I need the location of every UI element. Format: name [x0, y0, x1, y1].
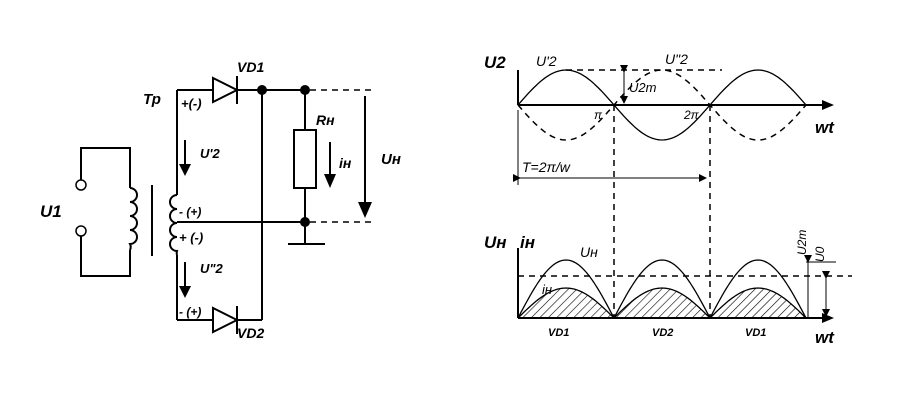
- polarity-bottom: - (+): [179, 305, 201, 319]
- in-curve-label: iн: [542, 282, 552, 297]
- diode-vd2: [177, 306, 262, 334]
- current-hatched-area: [518, 288, 806, 318]
- vd1-interval-label: VD1: [548, 327, 569, 339]
- polarity-mid-plus: + (-): [179, 230, 203, 245]
- vd1-label: VD1: [237, 59, 264, 75]
- input-voltage-label: U1: [40, 202, 62, 221]
- rectifier-circuit: VD1 VD2 Тр U1 +(-) U'2 - (+) + (-) U"2 -…: [40, 59, 401, 341]
- u2-prime-label: U'2: [200, 146, 220, 161]
- diode-vd1: [177, 76, 305, 104]
- polarity-mid-minus: - (+): [179, 205, 201, 219]
- guide-lines: [613, 105, 711, 318]
- vd2-interval-label: VD2: [652, 327, 673, 339]
- u2m-label: U2m: [795, 230, 809, 255]
- vd2-label: VD2: [237, 325, 264, 341]
- top-y-label: U2: [484, 53, 506, 72]
- load-current-label: iн: [339, 155, 352, 171]
- u2-prime-graph-label: U'2: [536, 53, 557, 69]
- bottom-y-label-i: iн: [520, 233, 535, 252]
- bottom-y-label-u: Uн: [484, 233, 507, 252]
- node-top: [257, 85, 267, 95]
- load-voltage-curve: [517, 259, 807, 319]
- bottom-graph: Uн iн Uн iн U2m U0 wt VD1 VD2 VD1: [484, 230, 852, 347]
- period-label: T=2π/w: [522, 159, 571, 175]
- bottom-x-label: wt: [815, 328, 835, 347]
- amplitude-label: U2m: [629, 80, 657, 95]
- top-graph: U2 U'2 U"2 U2m π 2π wt T=2π/w: [484, 51, 835, 185]
- u2-double-graph-label: U"2: [665, 51, 688, 67]
- u2-double-label: U"2: [200, 261, 224, 276]
- pi-tick-label: π: [594, 108, 603, 122]
- vd1-interval-label-2: VD1: [745, 327, 766, 339]
- primary-winding: [75, 147, 138, 277]
- load-current-curve: [517, 287, 807, 319]
- polarity-top: +(-): [181, 96, 202, 111]
- load-resistor-label: Rн: [316, 112, 335, 128]
- two-pi-tick-label: 2π: [683, 108, 700, 122]
- top-x-label: wt: [815, 118, 835, 137]
- secondary-winding: [169, 90, 305, 320]
- load-resistor: [288, 85, 325, 245]
- voltage-arrows: [179, 96, 372, 298]
- load-voltage-label: Uн: [381, 151, 401, 168]
- un-curve-label: Uн: [580, 244, 598, 260]
- transformer-label: Тр: [143, 91, 161, 108]
- u0-label: U0: [813, 246, 827, 262]
